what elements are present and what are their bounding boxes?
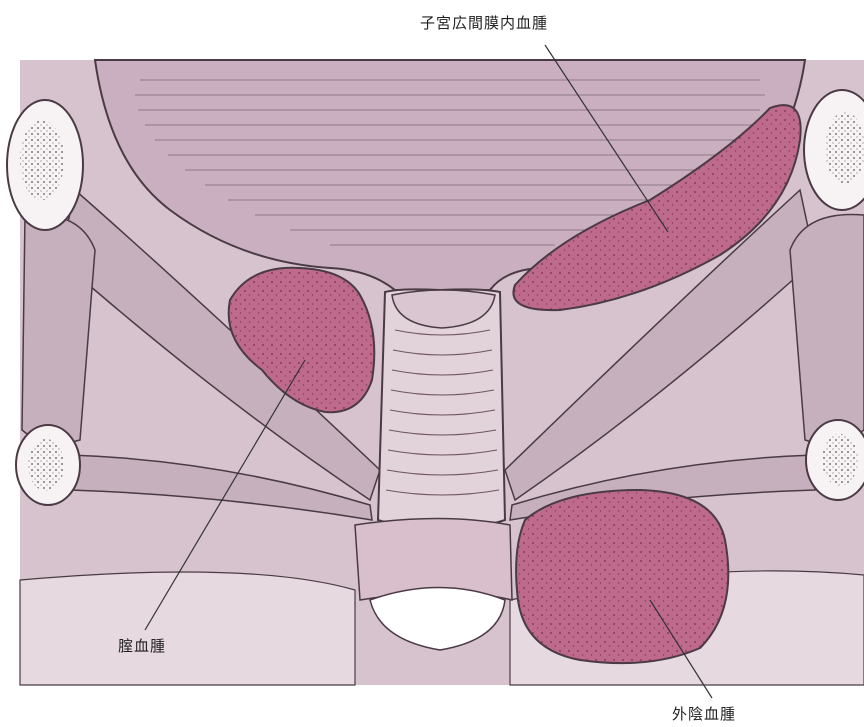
ischium-bone-right-marrow (822, 434, 858, 486)
vulvar-hematoma-texture (516, 490, 728, 663)
ilium-bone-left-marrow (20, 120, 64, 200)
label-vulvar-hematoma: 外陰血腫 (672, 703, 736, 724)
label-vaginal-hematoma: 腟血腫 (118, 635, 166, 656)
ilium-bone-right-marrow (825, 112, 864, 184)
label-broad-ligament-hematoma: 子宮広間膜内血腫 (420, 12, 548, 33)
perineum-skin (20, 572, 355, 685)
ischium-bone-left-marrow (28, 439, 64, 491)
